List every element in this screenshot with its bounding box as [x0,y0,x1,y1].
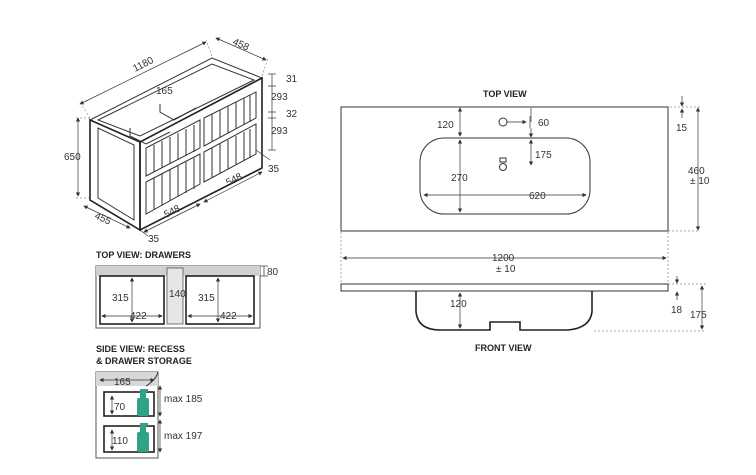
dim-side-70: 70 [114,402,126,413]
dim-80: 80 [267,267,279,278]
dim-460-tolerance: ± 10 [690,176,710,187]
drawers-title: TOP VIEW: DRAWERS [96,250,191,260]
side-title-line1: SIDE VIEW: RECESS [96,344,185,354]
bottle-icon-upper [137,389,149,416]
dim-650: 650 [64,152,81,163]
side-view: SIDE VIEW: RECESS & DRAWER STORAGE 165 7… [95,344,203,459]
dim-293-upper: 293 [271,92,288,103]
dim-1200: 1200 [492,253,515,264]
width-dimension: 1200 ± 10 [340,232,669,284]
dim-max-197: max 197 [164,431,203,442]
bottle-icon-lower [137,423,149,452]
basin-front-view: 120 18 175 FRONT VIEW [340,276,707,353]
dim-15: 15 [676,123,688,134]
dim-35-bottom: 35 [148,234,160,245]
dim-315-right: 315 [198,293,215,304]
top-view-title: TOP VIEW [483,89,527,99]
dim-422-right: 422 [220,311,237,322]
side-title-line2: & DRAWER STORAGE [96,356,192,366]
dim-293-lower: 293 [271,126,288,137]
dim-side-110: 110 [112,436,128,447]
cabinet-isometric: 1180 458 165 650 455 548 548 31 293 32 2… [64,37,298,245]
dim-548-left: 548 [162,203,182,221]
dim-max-185: max 185 [164,394,203,405]
basin-top-view: TOP VIEW 120 60 15 175 270 620 460 ± 10 [340,89,710,232]
dim-31: 31 [286,74,298,85]
dim-front-120: 120 [450,299,467,310]
dim-140: 140 [169,289,186,300]
dim-460: 460 [688,166,705,177]
dim-18: 18 [671,305,683,316]
drawers-top-view: TOP VIEW: DRAWERS 80 315 140 315 422 422 [95,250,279,329]
dim-315-left: 315 [112,293,129,304]
dim-side-165: 165 [114,377,131,388]
dim-1180: 1180 [131,55,156,75]
dim-front-175: 175 [690,310,707,321]
dim-548-right: 548 [224,171,244,189]
dim-270: 270 [451,173,468,184]
dim-620: 620 [529,191,546,202]
dim-60: 60 [538,118,550,129]
dim-35-right: 35 [268,164,280,175]
dim-32: 32 [286,109,298,120]
dim-top-120: 120 [437,120,454,131]
front-view-title: FRONT VIEW [475,343,532,353]
dim-455: 455 [93,211,113,228]
dim-tap-175: 175 [535,150,552,161]
dim-1200-tolerance: ± 10 [496,264,516,275]
dim-458: 458 [231,37,251,54]
dim-recess-165: 165 [156,86,173,97]
dim-422-left: 422 [130,311,147,322]
